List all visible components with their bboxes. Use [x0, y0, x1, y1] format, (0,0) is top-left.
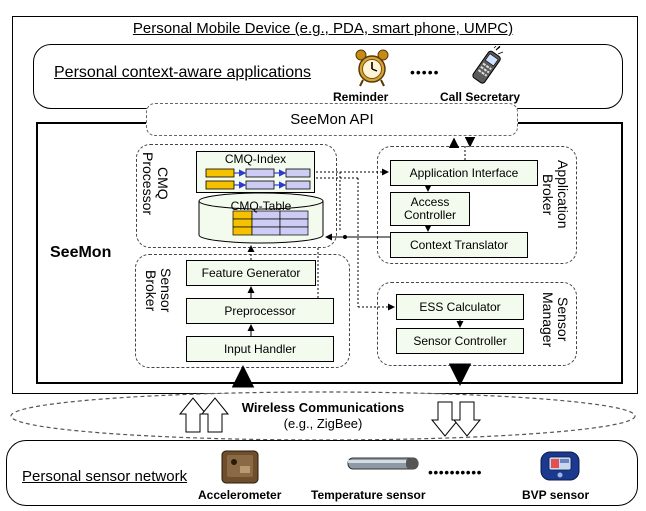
- cmq-table-label: CMQ-Table: [230, 199, 292, 213]
- feature-generator-box: Feature Generator: [186, 260, 316, 286]
- accelerometer-device-icon: [221, 450, 259, 484]
- cmq-index-chains: [205, 168, 311, 190]
- sensor-manager-panel: [377, 282, 577, 366]
- cmq-index-label: CMQ-Index: [224, 152, 287, 166]
- mobile-phone-icon: [472, 46, 504, 84]
- access-controller-box: Access Controller: [390, 192, 470, 226]
- sensor-controller-label: Sensor Controller: [413, 333, 507, 348]
- bvp-sensor-icon: [540, 451, 580, 481]
- wireless-subtitle: (e.g., ZigBee): [283, 416, 363, 431]
- apps-ellipsis: •••••: [410, 64, 440, 80]
- cmq-title-line2: Processor: [140, 152, 156, 216]
- cmq-table-cylinder: [198, 192, 324, 244]
- reminder-label: Reminder: [333, 90, 389, 104]
- application-broker-title: Application Broker: [540, 160, 571, 229]
- context-translator-label: Context Translator: [409, 237, 509, 252]
- seemon-api-bar: [146, 103, 518, 136]
- sensor-network-label: Personal sensor network: [22, 468, 188, 485]
- alarm-clock-icon: [355, 49, 389, 87]
- cmq-title-line1: CMQ: [155, 167, 171, 200]
- access-controller-line1: Access: [410, 195, 450, 209]
- accelerometer-label: Accelerometer: [198, 488, 282, 502]
- ess-calculator-label: ESS Calculator: [419, 299, 501, 314]
- context-translator-box: Context Translator: [390, 232, 528, 258]
- sensor-manager-title: Sensor Manager: [540, 292, 571, 348]
- sensor-manager-title-line2: Manager: [540, 292, 556, 348]
- temperature-sensor-label: Temperature sensor: [311, 488, 426, 502]
- sensor-controller-box: Sensor Controller: [396, 328, 524, 354]
- applications-label: Personal context-aware applications: [54, 64, 312, 81]
- application-interface-label: Application Interface: [409, 165, 519, 180]
- cmq-processor-panel: [136, 144, 337, 248]
- preprocessor-label: Preprocessor: [224, 303, 296, 318]
- sensor-manager-title-line1: Sensor: [555, 297, 571, 342]
- seemon-api-label: SeeMon API: [290, 111, 374, 128]
- sensor-broker-title-line2: Broker: [143, 269, 159, 311]
- application-broker-panel: [377, 146, 577, 264]
- sensor-broker-title-line1: Sensor: [158, 268, 174, 313]
- temperature-probe-icon: [347, 457, 419, 470]
- sensor-network-box: [6, 440, 638, 506]
- input-handler-label: Input Handler: [223, 341, 297, 356]
- app-broker-title-line1: Application: [555, 160, 571, 229]
- seemon-label: SeeMon: [50, 244, 112, 261]
- access-controller-line2: Controller: [403, 208, 457, 222]
- device-title: Personal Mobile Device (e.g., PDA, smart…: [132, 20, 514, 37]
- feature-generator-label: Feature Generator: [201, 265, 301, 280]
- sensor-ellipsis: ••••••••••: [428, 464, 483, 480]
- wireless-ellipse: [10, 391, 636, 441]
- cmq-processor-title: CMQ Processor: [140, 152, 171, 216]
- call-secretary-label: Call Secretary: [440, 90, 521, 104]
- sensor-broker-title: Sensor Broker: [143, 268, 174, 313]
- wireless-title: Wireless Communications: [241, 400, 405, 415]
- application-interface-box: Application Interface: [390, 160, 538, 186]
- app-broker-title-line2: Broker: [540, 173, 556, 215]
- bvp-sensor-label: BVP sensor: [522, 488, 590, 502]
- input-handler-box: Input Handler: [186, 336, 334, 362]
- ess-calculator-box: ESS Calculator: [396, 294, 524, 320]
- preprocessor-box: Preprocessor: [186, 298, 334, 324]
